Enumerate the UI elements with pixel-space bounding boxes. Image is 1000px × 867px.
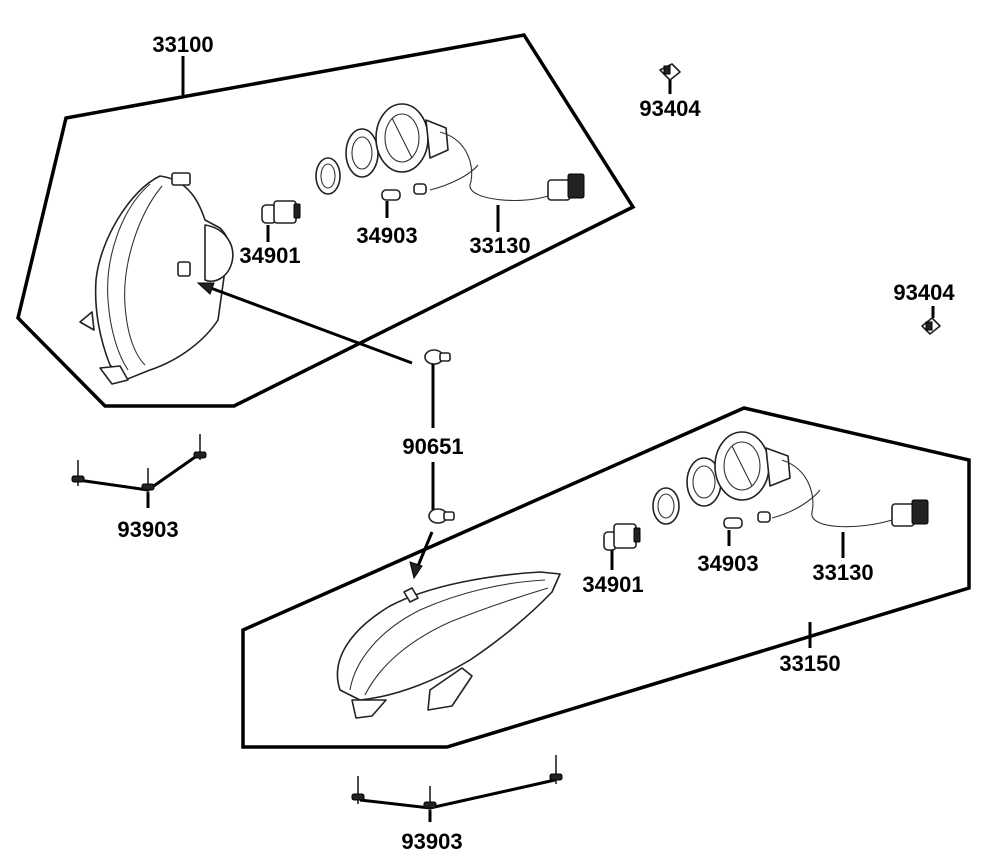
headlight-housing-upper (79, 172, 234, 385)
wiring-harness-33130-upper (429, 131, 585, 201)
arrow-upper-clip (207, 285, 413, 365)
label-34903-upper: 34903 (356, 223, 417, 248)
assembly-33100: 33100 34901 (16, 32, 636, 408)
clip-90651-upper (424, 349, 451, 365)
label-93903-bottom: 93903 (401, 829, 462, 854)
screw-bottom-2 (423, 786, 437, 812)
screw-bottom-3 (549, 755, 563, 784)
bulb-34901-lower (603, 523, 641, 551)
label-34903-lower: 34903 (697, 551, 758, 576)
screw-left-3 (193, 434, 207, 460)
label-93903-left: 93903 (117, 517, 178, 542)
label-33100: 33100 (152, 32, 213, 57)
label-34901-upper: 34901 (239, 243, 300, 268)
bulb-34903-lower (723, 511, 771, 529)
screws-93903-left (71, 434, 207, 508)
screws-93903-bottom (351, 755, 563, 822)
headlight-housing-lower (336, 571, 561, 719)
label-33130-lower: 33130 (812, 560, 873, 585)
screw-93404-right (921, 317, 941, 335)
screw-93404-top (659, 63, 681, 81)
assembly-outline-33150 (241, 406, 971, 749)
label-34901-lower: 34901 (582, 572, 643, 597)
screw-left-1 (71, 460, 85, 486)
label-93404-top: 93404 (639, 96, 701, 121)
assembly-outline-33100 (16, 33, 636, 408)
wiring-harness-33130-lower (771, 459, 929, 528)
bulb-34901-upper (261, 200, 301, 224)
label-33150: 33150 (779, 651, 840, 676)
screw-bottom-1 (351, 776, 365, 804)
assembly-33150: 33150 34901 (241, 406, 971, 749)
label-33130-upper: 33130 (469, 233, 530, 258)
label-93404-right: 93404 (893, 280, 955, 305)
arrowhead-lower (409, 561, 423, 580)
arrowhead-upper (196, 282, 215, 295)
label-90651: 90651 (402, 434, 463, 459)
bulb-socket-rings-lower (652, 431, 791, 525)
bulb-34903-upper (381, 183, 427, 201)
clip-90651-lower (428, 508, 455, 524)
screw-left-2 (141, 468, 155, 494)
bulb-socket-rings-upper (315, 103, 449, 195)
